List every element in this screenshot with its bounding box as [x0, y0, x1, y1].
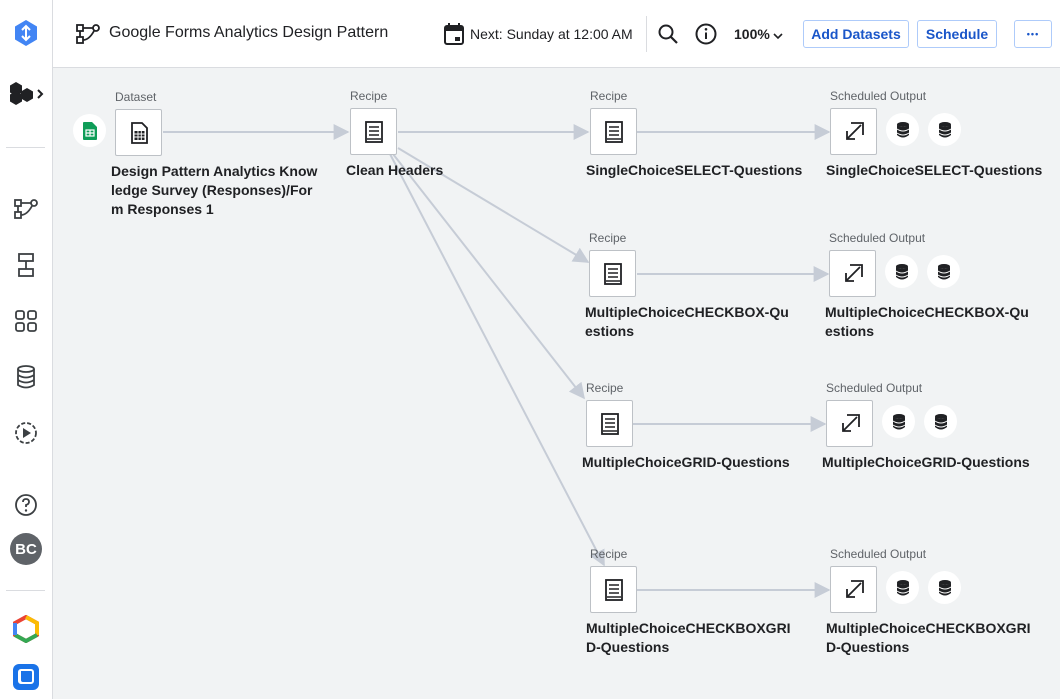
branch-3-recipe-type-label: Recipe — [586, 381, 624, 395]
flow-icon — [75, 22, 101, 51]
library-icon[interactable] — [7, 302, 45, 340]
recipe-icon — [603, 262, 622, 285]
branch-2-recipe-node[interactable] — [589, 250, 636, 297]
next-schedule-text[interactable]: Next: Sunday at 12:00 AM — [470, 26, 633, 42]
branch-2-destination-database-icon[interactable] — [885, 255, 918, 288]
more-options-button[interactable]: ••• — [1014, 20, 1052, 48]
top-bar: Google Forms Analytics Design Pattern Ne… — [53, 0, 1060, 68]
output-export-icon — [841, 413, 860, 432]
database-icon[interactable] — [7, 358, 45, 396]
clean-headers-recipe-node[interactable] — [350, 108, 397, 155]
output-export-icon — [845, 579, 864, 598]
flow-canvas[interactable]: Dataset Design Pattern Analytics Knowled… — [53, 68, 1060, 699]
output-export-icon — [844, 263, 863, 282]
branch-4-destination-database-icon[interactable] — [886, 571, 919, 604]
branch-4-recipe-node[interactable] — [590, 566, 637, 613]
dataset-node[interactable] — [115, 109, 162, 156]
clean-recipe-type-label: Recipe — [350, 89, 388, 103]
plans-icon[interactable] — [7, 246, 45, 284]
toolbar-divider — [646, 16, 647, 52]
help-icon[interactable] — [7, 486, 45, 524]
flows-icon[interactable] — [7, 190, 45, 228]
branch-1-recipe-node[interactable] — [590, 108, 637, 155]
clean-headers-recipe-name[interactable]: Clean Headers — [346, 162, 444, 178]
flow-edges — [163, 124, 831, 598]
branch-1-destination-database-icon[interactable] — [886, 113, 919, 146]
chevron-down-icon[interactable] — [772, 28, 784, 46]
branch-3-output-node[interactable] — [826, 400, 873, 447]
branch-2-output-type-label: Scheduled Output — [829, 231, 926, 245]
branch-3-output-type-label: Scheduled Output — [826, 381, 923, 395]
rail-divider — [6, 590, 45, 591]
jobs-play-icon[interactable] — [7, 414, 45, 452]
branch-2-output-name[interactable]: MultipleChoiceCHECKBOX-Questions — [825, 304, 1029, 339]
schedule-button[interactable]: Schedule — [917, 20, 997, 48]
recipe-icon — [364, 120, 383, 143]
flow-switcher-hexagons-icon[interactable] — [7, 74, 45, 112]
branch-3-recipe-node[interactable] — [586, 400, 633, 447]
branch-1-recipe-name[interactable]: SingleChoiceSELECT-Questions — [586, 162, 803, 178]
dataset-type-label: Dataset — [115, 90, 157, 104]
recipe-icon — [600, 412, 619, 435]
branch-4-destination-database-icon[interactable] — [928, 571, 961, 604]
rail-divider — [6, 147, 45, 148]
branch-4-recipe-type-label: Recipe — [590, 547, 628, 561]
branch-2-recipe-name[interactable]: MultipleChoiceCHECKBOX-Questions — [585, 304, 789, 339]
dataset-name[interactable]: Design Pattern Analytics Knowledge Surve… — [111, 163, 318, 217]
calendar-icon — [443, 22, 465, 51]
info-icon[interactable] — [694, 22, 718, 51]
recipe-icon — [604, 578, 623, 601]
google-sheets-icon — [73, 114, 106, 147]
branch-4-recipe-name[interactable]: MultipleChoiceCHECKBOXGRID-Questions — [586, 620, 791, 655]
user-avatar[interactable]: BC — [7, 530, 45, 568]
branch-1-output-type-label: Scheduled Output — [830, 89, 927, 103]
edge-clean-to-recipe-2 — [397, 147, 590, 263]
edge-clean-to-recipe-3 — [392, 153, 585, 400]
dataset-file-icon — [130, 121, 148, 144]
branch-3-recipe-name[interactable]: MultipleChoiceGRID-Questions — [582, 454, 790, 470]
branch-1-output-node[interactable] — [830, 108, 877, 155]
chat-support-icon[interactable] — [7, 658, 45, 696]
branch-3-destination-database-icon[interactable] — [924, 405, 957, 438]
branch-2-destination-database-icon[interactable] — [927, 255, 960, 288]
branch-3-output-name[interactable]: MultipleChoiceGRID-Questions — [822, 454, 1030, 470]
branch-3-destination-database-icon[interactable] — [882, 405, 915, 438]
add-datasets-button[interactable]: Add Datasets — [803, 20, 909, 48]
branch-1-output-name[interactable]: SingleChoiceSELECT-Questions — [826, 162, 1043, 178]
branch-4-output-type-label: Scheduled Output — [830, 547, 927, 561]
branch-4-output-name[interactable]: MultipleChoiceCHECKBOXGRID-Questions — [826, 620, 1031, 655]
flow-title[interactable]: Google Forms Analytics Design Pattern — [109, 24, 389, 41]
edge-clean-to-recipe-4 — [389, 153, 605, 567]
search-icon[interactable] — [656, 22, 680, 51]
google-cloud-hexagon-icon[interactable] — [7, 610, 45, 648]
branch-1-recipe-type-label: Recipe — [590, 89, 628, 103]
recipe-icon — [604, 120, 623, 143]
branch-4-output-node[interactable] — [830, 566, 877, 613]
avatar-initials: BC — [10, 533, 42, 565]
zoom-level[interactable]: 100% — [734, 26, 770, 42]
branch-1-destination-database-icon[interactable] — [928, 113, 961, 146]
branch-2-output-node[interactable] — [829, 250, 876, 297]
branch-2-recipe-type-label: Recipe — [589, 231, 627, 245]
dataprep-logo-icon[interactable] — [7, 14, 45, 52]
output-export-icon — [845, 121, 864, 140]
left-nav-rail: BC — [0, 0, 53, 699]
